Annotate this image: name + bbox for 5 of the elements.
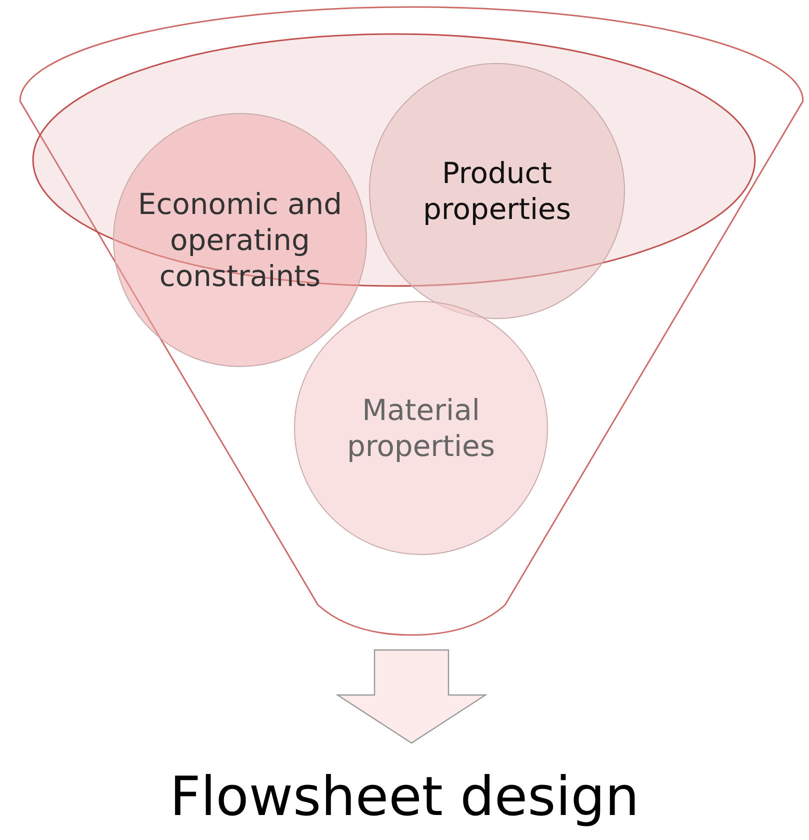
result-title: Flowsheet design bbox=[170, 765, 640, 828]
circle-label: Material properties bbox=[346, 392, 496, 464]
circle-label: Economic and operating constraints bbox=[136, 186, 344, 294]
block-arrow bbox=[335, 649, 488, 744]
circle-label: Product properties bbox=[422, 154, 572, 228]
